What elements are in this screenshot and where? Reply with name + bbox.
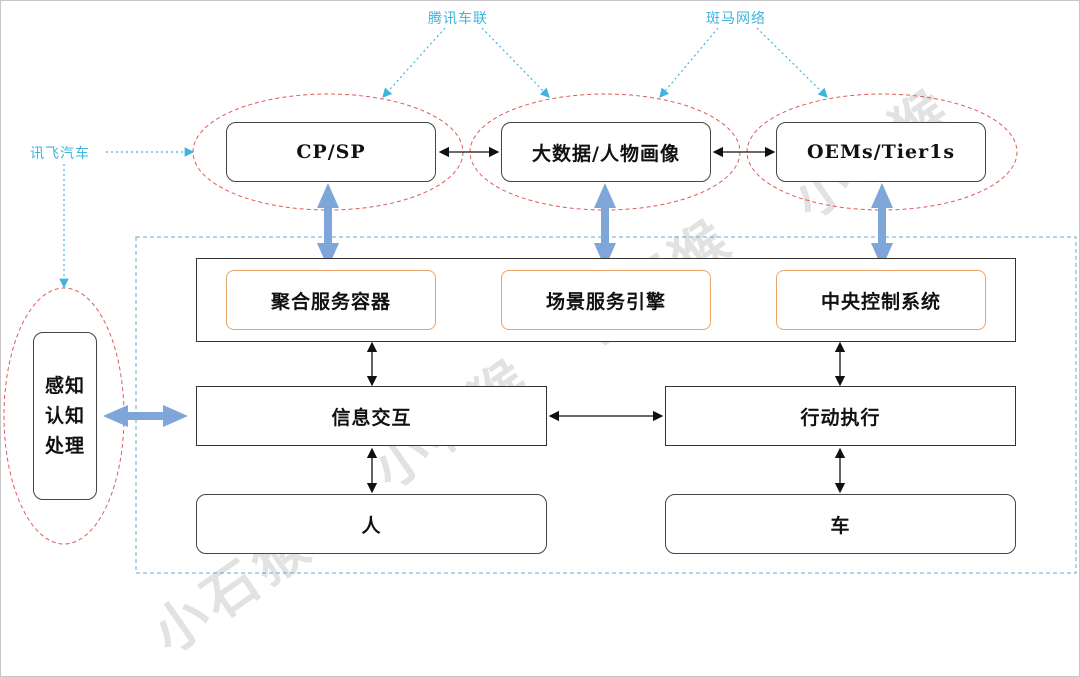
iflytek-label: 讯飞汽车 [30,146,90,162]
perception-box: 感知 认知 处理 [33,332,97,500]
info-interaction-box: 信息交互 [196,386,547,446]
vehicle-box: 车 [665,494,1016,554]
action-execution-box: 行动执行 [665,386,1016,446]
banma-label: 斑马网络 [706,11,766,27]
banma-arrow-right [756,27,828,98]
scene-engine-box: 场景服务引擎 [501,270,711,330]
central-control-box: 中央控制系统 [776,270,986,330]
thick-arrow-bigdata-scene [594,183,616,268]
person-box: 人 [196,494,547,554]
perception-line: 感知 [44,375,85,397]
cp-sp-box: CP/SP [226,122,436,182]
perception-line: 处理 [44,435,85,457]
oems-box: OEMs/Tier1s [776,122,986,182]
thick-arrow-cp-aggregation [317,183,339,268]
tencent-label: 腾讯车联 [428,11,488,27]
tencent-arrow-right [481,27,550,98]
thick-arrow-oems-central [871,183,893,268]
aggregation-box: 聚合服务容器 [226,270,436,330]
perception-line: 认知 [44,405,85,427]
thick-arrow-perception-info [103,405,188,427]
big-data-box: 大数据/人物画像 [501,122,711,182]
tencent-arrow-left [382,27,446,98]
banma-arrow-left [659,27,719,98]
